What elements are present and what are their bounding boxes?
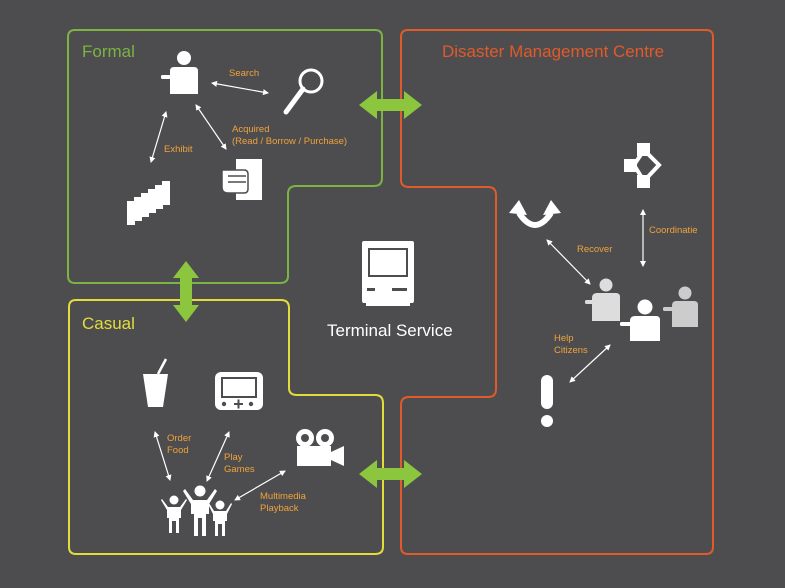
multimedia-arrow xyxy=(234,470,286,501)
acquired-methods-label: (Read / Borrow / Purchase) xyxy=(232,136,348,147)
exhibit-stack-icon xyxy=(127,181,170,225)
acquired-arrow xyxy=(195,104,227,150)
formal-disaster-connector-arrow xyxy=(359,91,422,119)
responder-person-icon xyxy=(585,278,620,321)
search-label: Search xyxy=(229,68,260,79)
order-food-label-line1: Order xyxy=(167,433,192,444)
people-group-icon xyxy=(161,485,232,536)
multimedia-label-line2: Playback xyxy=(260,503,299,514)
play-games-arrow xyxy=(206,431,230,482)
search-arrow xyxy=(211,80,269,96)
help-citizens-arrow xyxy=(569,344,611,383)
help-citizens-label-line2: Citizens xyxy=(554,345,588,356)
alert-exclamation-icon xyxy=(541,375,553,427)
formal-casual-connector-arrow xyxy=(173,261,199,322)
help-citizens-label-line1: Help xyxy=(554,333,574,344)
video-camera-icon xyxy=(296,429,344,466)
multimedia-label-line1: Multimedia xyxy=(260,491,306,502)
order-food-arrow xyxy=(153,431,172,481)
casual-disaster-connector-arrow xyxy=(359,460,422,488)
acquired-label: Acquired xyxy=(232,124,270,135)
exhibit-arrow xyxy=(149,111,168,163)
recover-arrow xyxy=(546,239,591,285)
recover-cycle-icon xyxy=(509,200,561,228)
disaster-panel-title: Disaster Management Centre xyxy=(442,42,665,61)
coordination-network-icon xyxy=(624,143,662,188)
casual-panel-border xyxy=(68,299,384,555)
order-food-label-line2: Food xyxy=(167,445,189,456)
terminal-computer-icon xyxy=(362,241,414,306)
staff-person-icon xyxy=(663,286,698,327)
terminal-service-title: Terminal Service xyxy=(327,321,453,340)
formal-panel-title: Formal xyxy=(82,42,135,61)
librarian-person-icon xyxy=(161,51,198,94)
game-console-icon xyxy=(215,372,263,410)
search-magnifier-icon xyxy=(283,68,324,115)
recover-label: Recover xyxy=(577,244,613,255)
disaster-panel-border xyxy=(400,29,714,555)
casual-panel-title: Casual xyxy=(82,314,135,333)
play-games-label-line2: Games xyxy=(224,464,255,475)
formal-panel-border xyxy=(67,29,383,284)
play-games-label-line1: Play xyxy=(224,452,243,463)
coordinator-person-icon xyxy=(620,299,660,341)
exhibit-label: Exhibit xyxy=(164,144,193,155)
coordinatie-label: Coordinatie xyxy=(649,225,698,236)
acquired-document-hand-icon xyxy=(221,159,262,200)
drink-cup-icon xyxy=(143,358,168,407)
